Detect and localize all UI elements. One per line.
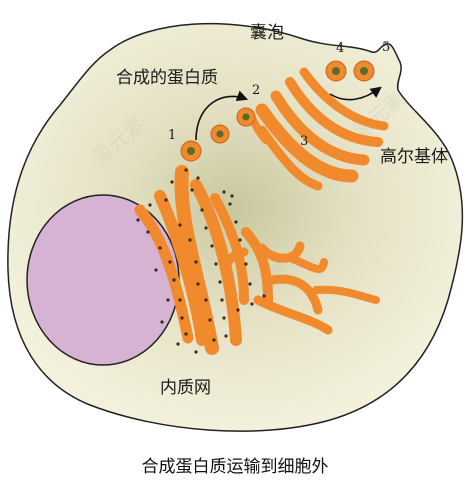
vesicle-2 [210,124,230,144]
step-number-2: 2 [252,83,260,98]
vesicle-3 [236,107,256,127]
golgi-apparatus [248,67,389,191]
curved-arrow-icon [329,86,382,101]
curved-arrow-icon [195,90,249,141]
step-number-4: 4 [336,41,344,56]
vesicle-5 [353,60,375,82]
endoplasmic-reticulum [134,165,380,355]
figure-caption: 合成蛋白质运输到细胞外 [141,457,329,477]
step-number-3: 3 [300,134,308,149]
step-number-5: 5 [382,40,390,55]
label-er: 内质网 [160,378,211,398]
label-vesicle: 囊泡 [250,23,284,43]
vesicles [180,60,375,162]
step-number-1: 1 [168,128,176,143]
nucleus [26,194,180,366]
label-golgi: 高尔基体 [380,147,448,167]
vesicle-4 [325,60,347,82]
vesicle-1 [180,140,202,162]
ribosome-dots [136,168,266,354]
label-synthesized-protein: 合成的蛋白质 [116,68,218,88]
